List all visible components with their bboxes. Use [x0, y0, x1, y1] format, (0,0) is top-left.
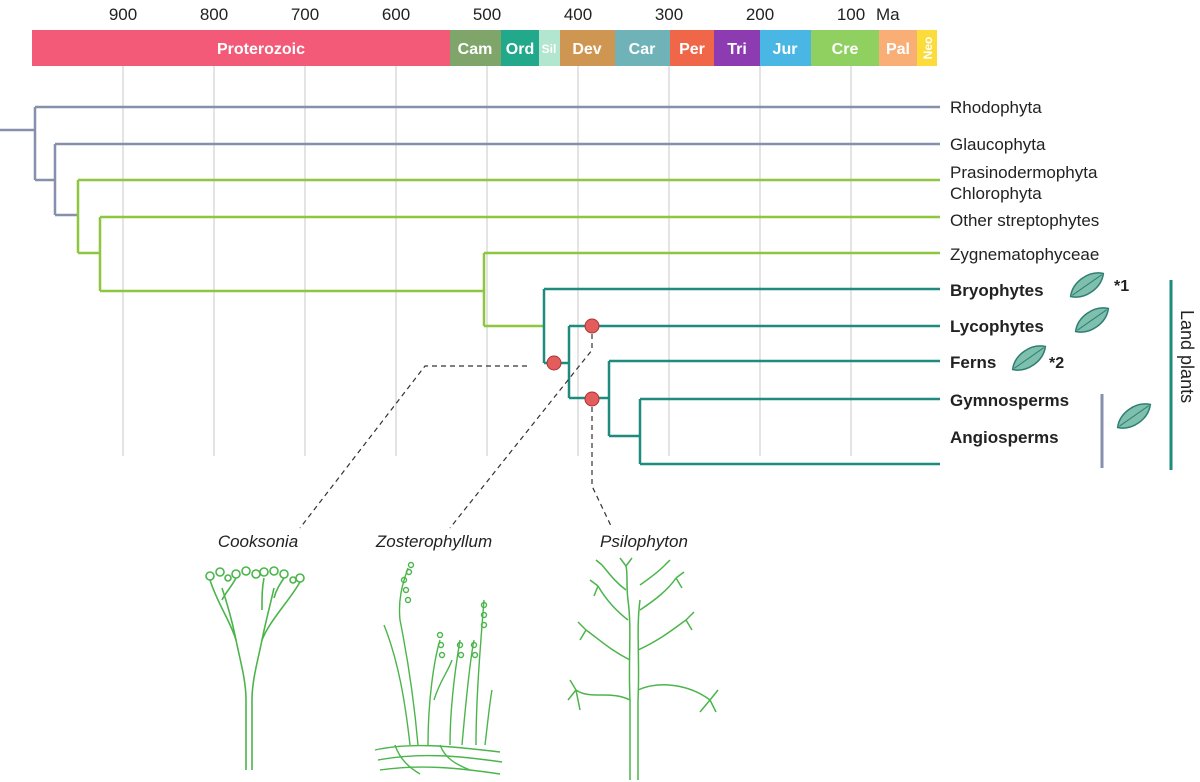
- tick-label: 800: [200, 5, 228, 24]
- note-marker: *1: [1114, 278, 1129, 295]
- taxon-labels: Rhodophyta Glaucophyta Prasinodermophyta…: [950, 98, 1129, 447]
- taxon-label: Ferns: [950, 353, 996, 372]
- period-label: Car: [629, 41, 656, 58]
- tick-label: 300: [655, 5, 683, 24]
- period-ordovician: [501, 30, 539, 66]
- period-label: Per: [679, 41, 705, 58]
- period-bar: Proterozoic Cam Ord Sil Dev Car Per Tri …: [32, 30, 937, 66]
- fossil-nodes: [546, 318, 600, 407]
- land-plants-label: Land plants: [1177, 310, 1197, 403]
- fossil-node-marker: [584, 391, 600, 407]
- period-label: Sil: [542, 42, 557, 56]
- leaf-icon: [1011, 345, 1047, 371]
- tick-label: 700: [291, 5, 319, 24]
- period-silurian: [539, 30, 560, 66]
- tick-label: 200: [746, 5, 774, 24]
- tree-land-plant-branches: [542, 287, 940, 466]
- tree-green-branches: [76, 178, 940, 328]
- period-label: Pal: [886, 41, 910, 58]
- time-ticks: 900 800 700 600 500 400 300 200 100 Ma: [109, 5, 900, 24]
- taxon-label: Angiosperms: [950, 428, 1059, 447]
- time-unit: Ma: [876, 5, 900, 24]
- zosterophyllum-illustration: [374, 561, 503, 775]
- taxon-label: Rhodophyta: [950, 98, 1042, 117]
- period-paleogene: [879, 30, 917, 66]
- time-grid: [122, 66, 852, 456]
- taxon-label: Bryophytes: [950, 281, 1044, 300]
- period-jurassic: [760, 30, 811, 66]
- period-label: Ord: [506, 41, 534, 58]
- note-marker: *2: [1049, 355, 1064, 372]
- taxon-label: Chlorophyta: [950, 184, 1042, 203]
- taxon-label: Gymnosperms: [950, 391, 1069, 410]
- period-proterozoic: [32, 30, 450, 66]
- period-devonian: [560, 30, 615, 66]
- period-label: Cam: [458, 41, 493, 58]
- period-label: Cre: [832, 41, 859, 58]
- tick-label: 600: [382, 5, 410, 24]
- fossil-node-marker: [584, 318, 600, 334]
- tick-label: 900: [109, 5, 137, 24]
- psilophyton-illustration: [567, 557, 719, 780]
- leaf-icon: [1116, 403, 1152, 429]
- fossil-name: Cooksonia: [218, 532, 298, 551]
- leaf-icons: [1011, 272, 1152, 429]
- tick-label: 500: [473, 5, 501, 24]
- period-cretaceous: [811, 30, 879, 66]
- taxon-label: Glaucophyta: [950, 135, 1046, 154]
- fossil-node-marker: [546, 355, 562, 371]
- taxon-label: Zygnematophyceae: [950, 245, 1099, 264]
- period-neogene: [917, 30, 937, 66]
- leaf-icon: [1069, 272, 1105, 298]
- period-permian: [670, 30, 714, 66]
- period-carboniferous: [615, 30, 670, 66]
- fossil-names: Cooksonia Zosterophyllum Psilophyton: [218, 532, 688, 551]
- period-label: Tri: [727, 41, 747, 58]
- cooksonia-illustration: [205, 566, 305, 770]
- period-label: Neo: [921, 37, 935, 60]
- period-label: Jur: [773, 41, 798, 58]
- period-triassic: [714, 30, 760, 66]
- fossil-connectors: [299, 334, 613, 529]
- period-cambrian: [450, 30, 501, 66]
- fossil-name: Zosterophyllum: [375, 532, 492, 551]
- tree-gray-branches: [0, 105, 940, 217]
- taxon-label: Other streptophytes: [950, 211, 1099, 230]
- tick-label: 100: [837, 5, 865, 24]
- fossil-name: Psilophyton: [600, 532, 688, 551]
- taxon-label: Lycophytes: [950, 317, 1044, 336]
- period-label: Dev: [572, 41, 601, 58]
- tick-label: 400: [564, 5, 592, 24]
- taxon-label: Prasinodermophyta: [950, 163, 1098, 182]
- leaf-icon: [1074, 307, 1110, 333]
- period-label: Proterozoic: [217, 41, 305, 58]
